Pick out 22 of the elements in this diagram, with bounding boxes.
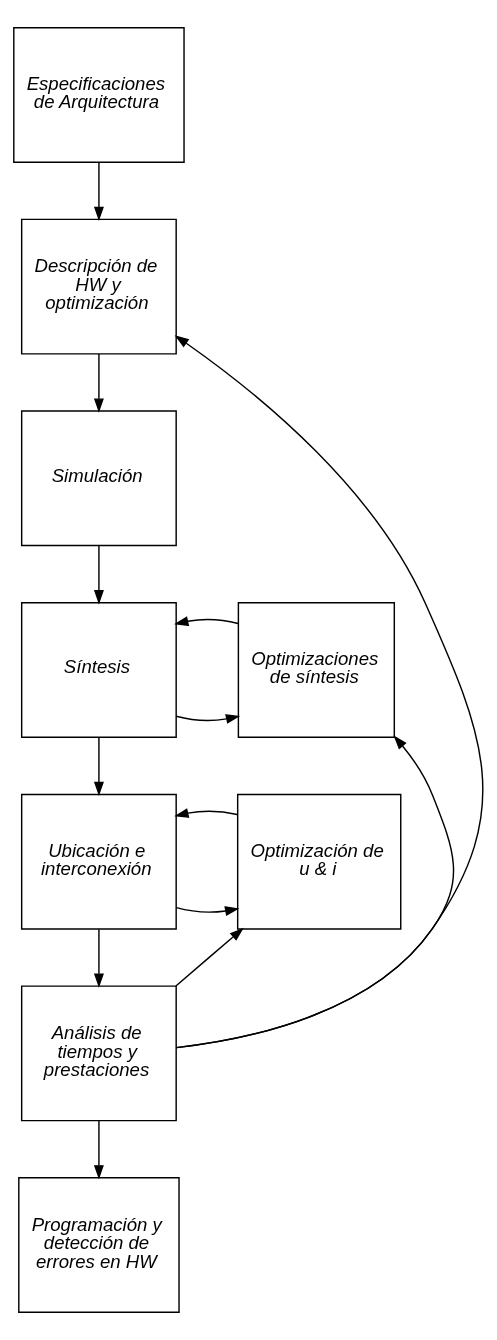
arrow (93, 353, 104, 413)
arrow (175, 714, 241, 724)
node-box: Síntesis (20, 602, 177, 738)
node-box: Descripción de HW y optimización (20, 218, 177, 355)
arrow (175, 927, 244, 987)
arrow (93, 545, 104, 605)
arrow (175, 906, 240, 916)
arrow (93, 1120, 104, 1180)
node-box: Programación y detección de errores en HW (18, 1177, 180, 1313)
arrow (93, 928, 104, 988)
node-box: Simulación (20, 410, 177, 547)
arrow (174, 616, 239, 627)
arrow (93, 161, 104, 222)
arrow (175, 735, 455, 1049)
arrow (174, 335, 484, 1049)
node-box: Ubicación e interconexión (20, 793, 177, 930)
node-box: Especificaciones de Arquitectura (13, 27, 185, 163)
node-box: Optimizaciones de síntesis (237, 602, 396, 738)
node-box: Optimización de u & i (236, 793, 402, 930)
node-box: Análisis de tiempos y prestaciones (20, 985, 177, 1122)
arrow (93, 736, 104, 797)
arrow (174, 808, 238, 818)
